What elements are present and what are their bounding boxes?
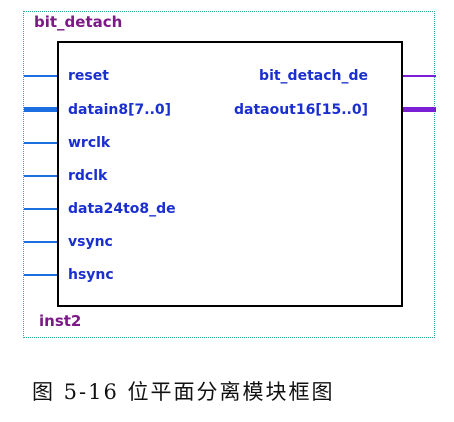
figure-caption: 图 5-16 位平面分离模块框图 — [32, 380, 335, 404]
input-bus-datain8 — [24, 107, 57, 112]
port-label-reset: reset — [68, 68, 109, 84]
instance-name: inst2 — [39, 312, 82, 330]
module-block — [57, 41, 403, 307]
port-label-wrclk: wrclk — [68, 135, 111, 151]
input-wire-hsync — [24, 274, 57, 276]
port-label-rdclk: rdclk — [68, 168, 108, 184]
port-label-datain8: datain8[7..0] — [68, 102, 172, 118]
symbol-frame — [23, 11, 435, 338]
input-wire-vsync — [24, 241, 57, 243]
output-bus-dataout16 — [403, 107, 436, 112]
input-wire-reset — [24, 75, 57, 77]
output-wire-bit-detach-de — [403, 75, 436, 77]
port-label-hsync: hsync — [68, 267, 114, 283]
port-label-bit-detach-de: bit_detach_de — [259, 68, 368, 84]
port-label-dataout16: dataout16[15..0] — [233, 102, 368, 118]
input-wire-wrclk — [24, 142, 57, 144]
input-wire-rdclk — [24, 175, 57, 177]
port-label-data24to8-de: data24to8_de — [68, 201, 176, 217]
port-label-vsync: vsync — [68, 234, 113, 250]
input-wire-data24to8-de — [24, 208, 57, 210]
component-name: bit_detach — [34, 13, 123, 31]
